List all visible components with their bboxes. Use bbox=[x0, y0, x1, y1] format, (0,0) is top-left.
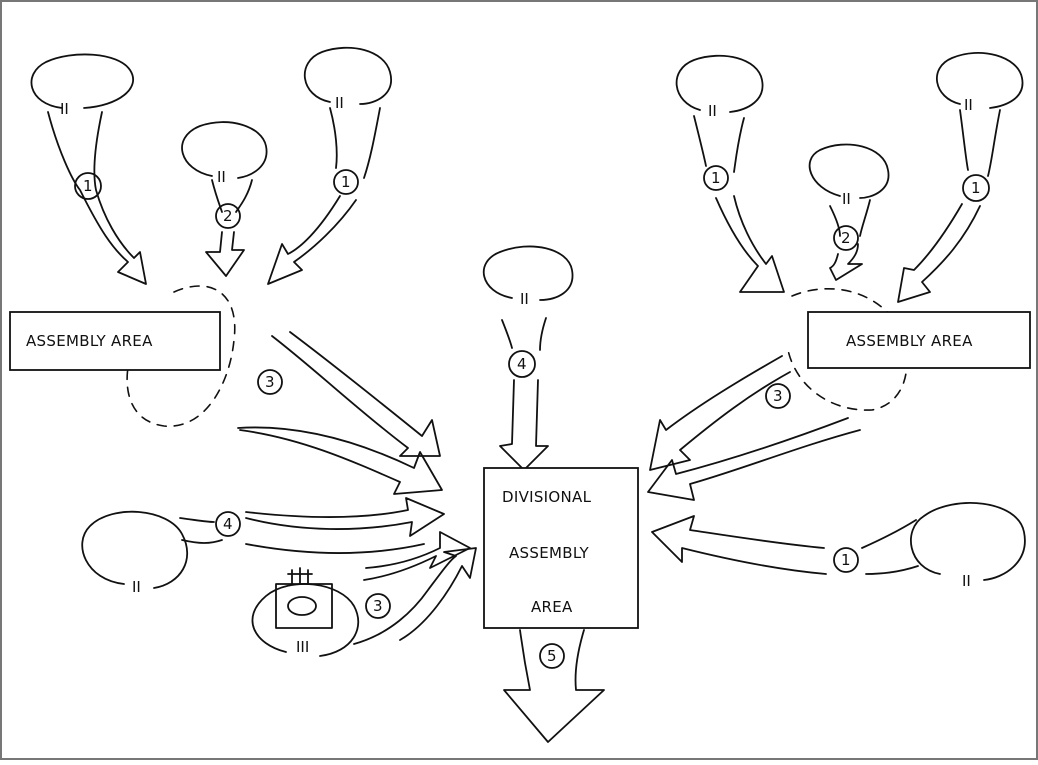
arrow-4-center bbox=[499, 317, 549, 471]
svg-text:3: 3 bbox=[773, 387, 783, 405]
svg-text:2: 2 bbox=[223, 207, 233, 225]
arrow-2-right bbox=[829, 199, 871, 281]
unit-symbol: II bbox=[335, 94, 344, 112]
step-marker-3: 3 bbox=[765, 383, 791, 409]
step-marker-3: 3 bbox=[257, 369, 283, 395]
unit-oval-right-2: II bbox=[808, 143, 890, 208]
svg-text:1: 1 bbox=[971, 179, 981, 197]
svg-text:2: 2 bbox=[841, 229, 851, 247]
step-marker-2: 2 bbox=[215, 203, 241, 229]
step-marker-5: 5 bbox=[539, 643, 565, 669]
step-marker-4: 4 bbox=[215, 511, 241, 537]
svg-text:5: 5 bbox=[547, 647, 557, 665]
divisional-label-line2: ASSEMBLY bbox=[509, 544, 589, 562]
assembly-area-left: ASSEMBLY AREA bbox=[9, 285, 236, 427]
svg-text:1: 1 bbox=[341, 173, 351, 191]
unit-symbol: II bbox=[60, 100, 69, 118]
artillery-unit: III bbox=[251, 567, 360, 657]
assembly-area-right: ASSEMBLY AREA bbox=[787, 288, 1031, 411]
unit-symbol: II bbox=[962, 572, 971, 590]
step-marker-1: 1 bbox=[962, 174, 990, 202]
artillery-symbol: III bbox=[296, 638, 309, 656]
arrow-3-right bbox=[647, 355, 861, 501]
unit-symbol: II bbox=[964, 96, 973, 114]
unit-symbol: II bbox=[132, 578, 141, 596]
unit-symbol: II bbox=[708, 102, 717, 120]
arrow-3-lower-left bbox=[353, 531, 477, 645]
assembly-area-left-label: ASSEMBLY AREA bbox=[26, 332, 153, 350]
svg-text:4: 4 bbox=[223, 515, 233, 533]
divisional-assembly-area: DIVISIONAL ASSEMBLY AREA bbox=[483, 467, 639, 629]
step-marker-1: 1 bbox=[703, 165, 729, 191]
unit-oval-left-3: II bbox=[304, 46, 392, 112]
step-marker-1: 1 bbox=[333, 169, 359, 195]
arrow-1-right-right bbox=[897, 109, 1001, 303]
unit-symbol: II bbox=[520, 290, 529, 308]
arrow-3-left bbox=[237, 331, 443, 495]
divisional-label-line3: AREA bbox=[531, 598, 573, 616]
unit-oval-left-1: II bbox=[30, 53, 134, 118]
arrow-1-left-right bbox=[267, 107, 381, 285]
unit-oval-lower-right: II bbox=[910, 502, 1026, 590]
svg-text:3: 3 bbox=[373, 597, 383, 615]
svg-text:1: 1 bbox=[841, 551, 851, 569]
unit-oval-lower-left: II bbox=[81, 510, 188, 596]
arrow-1-right-left bbox=[693, 115, 785, 293]
divisional-label-line1: DIVISIONAL bbox=[502, 488, 592, 506]
step-marker-3: 3 bbox=[365, 593, 391, 619]
arrow-1-left bbox=[47, 111, 147, 285]
svg-text:1: 1 bbox=[83, 177, 93, 195]
step-marker-1: 1 bbox=[833, 547, 859, 573]
step-marker-1: 1 bbox=[74, 172, 102, 200]
arrow-5-down bbox=[503, 629, 605, 743]
unit-oval-right-1: II bbox=[675, 54, 764, 120]
unit-oval-center: II bbox=[482, 245, 574, 308]
unit-oval-left-2: II bbox=[181, 121, 268, 186]
arrow-2-left bbox=[205, 179, 253, 277]
arrow-4-lower-left bbox=[179, 497, 445, 554]
svg-text:3: 3 bbox=[265, 373, 275, 391]
svg-text:1: 1 bbox=[711, 169, 721, 187]
arrow-1-lower-right bbox=[651, 515, 919, 575]
unit-symbol: II bbox=[842, 190, 851, 208]
svg-text:4: 4 bbox=[517, 355, 527, 373]
assembly-area-right-label: ASSEMBLY AREA bbox=[846, 332, 973, 350]
unit-oval-right-3: II bbox=[936, 51, 1024, 114]
unit-symbol: II bbox=[217, 168, 226, 186]
step-marker-4: 4 bbox=[508, 350, 536, 378]
step-marker-2: 2 bbox=[833, 225, 859, 251]
